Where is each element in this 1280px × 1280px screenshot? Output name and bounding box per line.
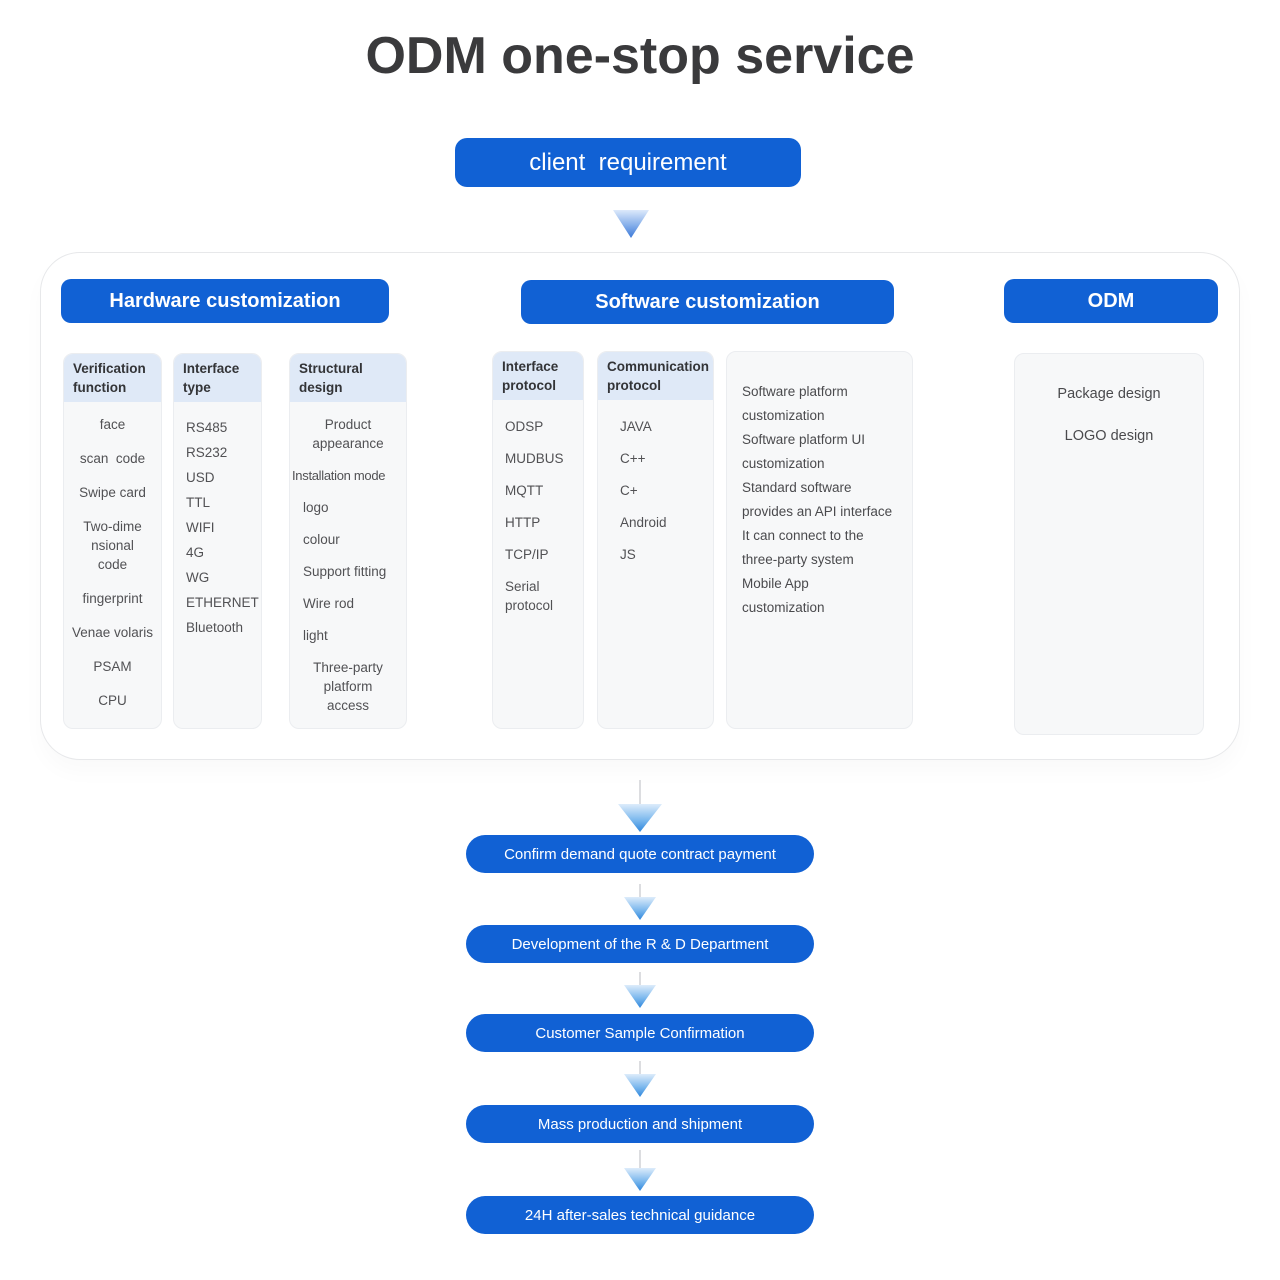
list-item: CPU: [98, 693, 127, 708]
list-item: WG: [186, 570, 210, 585]
list-item: ODSP: [505, 419, 544, 434]
list-item: light: [303, 628, 328, 643]
flow-step-after-sales: 24H after-sales technical guidance: [466, 1196, 814, 1234]
list-item: PSAM: [93, 659, 132, 674]
list-item: LOGO design: [1064, 428, 1154, 444]
odm-column: Package design LOGO design: [1014, 353, 1204, 735]
flow-step-mass-production: Mass production and shipment: [466, 1105, 814, 1143]
list-item: JS: [620, 547, 636, 562]
down-arrow-icon: [624, 884, 656, 920]
interface-type-column: Interface type RS485 RS232 USD TTL WIFI …: [173, 353, 262, 729]
list-item: 4G: [186, 545, 205, 560]
hardware-customization-header: Hardware customization: [61, 279, 389, 323]
column-header: Interface type: [174, 354, 261, 402]
list-item: Swipe card: [79, 485, 146, 500]
structural-design-column: Structural design Product appearance Ins…: [289, 353, 407, 729]
list-item: Package design: [1057, 386, 1161, 402]
list-item: logo: [303, 500, 329, 515]
list-item: face: [99, 417, 126, 432]
down-arrow-icon: [624, 1150, 656, 1191]
list-item: TCP/IP: [505, 547, 549, 562]
column-header: Structural design: [290, 354, 406, 402]
list-item: Serial protocol: [505, 579, 554, 613]
software-services-column: Software platform customization Software…: [726, 351, 913, 729]
list-item: TTL: [186, 495, 211, 510]
down-arrow-icon: [624, 1061, 656, 1097]
customization-board: Hardware customization Software customiz…: [40, 252, 1240, 760]
column-header: Interface protocol: [493, 352, 583, 400]
flow-step-sample-confirmation: Customer Sample Confirmation: [466, 1014, 814, 1052]
list-item: RS232: [186, 445, 228, 460]
list-item: Two-dime nsional code: [83, 519, 142, 572]
list-item: Standard software provides an API interf…: [742, 480, 893, 519]
list-item: Software platform customization: [742, 384, 848, 423]
interface-protocol-column: Interface protocol ODSP MUDBUS MQTT HTTP…: [492, 351, 584, 729]
list-item: MUDBUS: [505, 451, 564, 466]
list-item: Software platform UI customization: [742, 432, 866, 471]
down-arrow-icon: [613, 210, 649, 238]
list-item: ETHERNET: [186, 595, 259, 610]
list-item: Product appearance: [312, 417, 384, 451]
list-item: Venae volaris: [71, 625, 154, 640]
list-item: Wire rod: [303, 596, 355, 611]
list-item: Android: [620, 515, 667, 530]
list-item: colour: [303, 532, 340, 547]
column-header: Verification function: [64, 354, 161, 402]
odm-header: ODM: [1004, 279, 1218, 323]
down-arrow-icon: [624, 972, 656, 1008]
list-item: MQTT: [505, 483, 544, 498]
page-title: ODM one-stop service: [365, 27, 915, 85]
list-item: WIFI: [186, 520, 215, 535]
list-item: Support fitting: [303, 564, 387, 579]
client-requirement-node: client requirement: [455, 138, 801, 187]
flow-step-confirm-demand: Confirm demand quote contract payment: [466, 835, 814, 873]
list-item: USD: [186, 470, 215, 485]
list-item: Installation mode: [292, 468, 386, 483]
list-item: JAVA: [620, 419, 652, 434]
down-arrow-icon: [618, 780, 662, 832]
list-item: HTTP: [505, 515, 541, 530]
list-item: Mobile App customization: [742, 576, 825, 615]
list-item: fingerprint: [82, 591, 143, 606]
list-item: RS485: [186, 420, 228, 435]
list-item: C++: [620, 451, 646, 466]
list-item: C+: [620, 483, 638, 498]
software-customization-header: Software customization: [521, 280, 894, 324]
list-item: Three-party platform access: [313, 660, 383, 713]
communication-protocol-column: Communication protocol JAVA C++ C+ Andro…: [597, 351, 714, 729]
verification-function-column: Verification function face scan code Swi…: [63, 353, 162, 729]
list-item: Bluetooth: [186, 620, 244, 635]
list-item: scan code: [79, 451, 146, 466]
list-item: It can connect to the three-party system: [742, 528, 864, 567]
column-header: Communication protocol: [598, 352, 713, 400]
flow-step-rd-development: Development of the R & D Department: [466, 925, 814, 963]
